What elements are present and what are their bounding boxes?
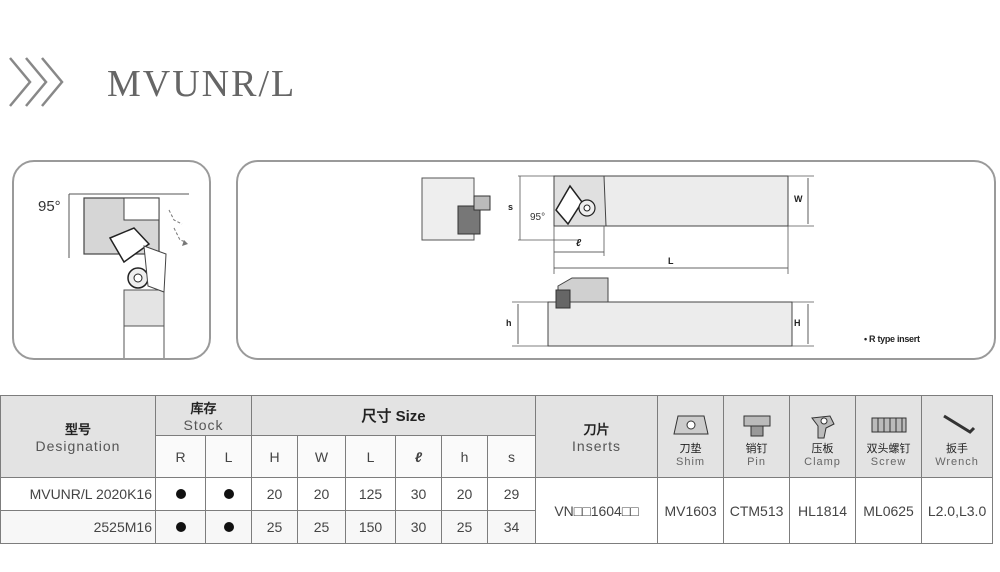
s-cell: 29: [487, 477, 537, 511]
insert-type-note: • R type insert: [864, 334, 920, 344]
in-stock-dot: [175, 521, 186, 532]
dimension-h-label: h: [506, 318, 512, 328]
clamp-header: 压板 Clamp: [789, 395, 857, 478]
shim-header: 刀垫 Shim: [657, 395, 725, 478]
in-stock-dot: [223, 488, 234, 499]
size-col-s: s: [487, 435, 537, 478]
designation-cell: MVUNR/L 2020K16: [0, 477, 156, 511]
dimension-W-label: W: [794, 194, 803, 204]
H-cell: 20: [251, 477, 299, 511]
angle-detail-panel: 95°: [12, 160, 211, 360]
stock-l-cell: [204, 510, 253, 544]
stock-header: 库存 Stock: [154, 395, 253, 436]
table-row: 2525M16 25 25 150 30 25 34: [0, 510, 993, 544]
size-col-W: W: [297, 435, 347, 478]
clamp-cell: HL1814: [789, 477, 857, 544]
wrench-icon: [943, 414, 976, 434]
screw-header: 双头螺钉 Screw: [855, 395, 923, 478]
size-col-h: h: [441, 435, 489, 478]
h-cell: 20: [441, 477, 489, 511]
L-cell: 150: [345, 510, 397, 544]
L-cell: 125: [345, 477, 397, 511]
l-cell: 30: [395, 510, 443, 544]
pin-icon: [743, 415, 771, 436]
angle-label-small: 95°: [530, 212, 546, 223]
stock-col-r: R: [155, 435, 206, 478]
designation-cell: 2525M16: [0, 510, 156, 544]
header: MVUNR/L: [0, 40, 1000, 130]
W-cell: 20: [297, 477, 347, 511]
size-col-H: H: [251, 435, 299, 478]
insert-cell: VN□□1604□□: [535, 477, 659, 544]
angle-label: 95°: [38, 198, 61, 215]
h-cell: 25: [441, 510, 489, 544]
inserts-header: 刀片 Inserts: [535, 395, 659, 478]
table-row: MVUNR/L 2020K16 20 20 125 30 20 29 VN□□1…: [0, 477, 994, 544]
clamp-icon: [811, 414, 835, 438]
shim-cell: MV1603: [657, 477, 725, 544]
chevron-right-icon: [9, 57, 64, 107]
pin-cell: CTM513: [723, 477, 791, 544]
in-stock-dot: [175, 488, 186, 499]
size-col-L: L: [345, 435, 397, 478]
stock-r-cell: [155, 477, 206, 511]
tool-holder-dimension-drawing: [421, 175, 814, 347]
pin-header: 销钉 Pin: [723, 395, 791, 478]
H-cell: 25: [251, 510, 299, 544]
stock-col-l: L: [204, 435, 253, 478]
stock-l-cell: [204, 477, 253, 511]
dimension-L-label: L: [668, 256, 674, 266]
stock-r-cell: [155, 510, 206, 544]
in-stock-dot: [223, 521, 234, 532]
l-cell: 30: [395, 477, 443, 511]
dimension-l-label: ℓ: [576, 238, 582, 249]
spec-table: 型号 Designation 库存 Stock 尺寸 Size 刀片 Inser…: [0, 395, 994, 544]
wrench-header: 扳手 Wrench: [921, 395, 994, 478]
designation-header: 型号 Designation: [0, 395, 156, 478]
screw-icon: [871, 417, 907, 432]
dimension-drawing-panel: s 95° ℓ L W h H • R type insert: [236, 160, 996, 360]
screw-cell: ML0625: [855, 477, 923, 544]
size-col-l: ℓ: [395, 435, 443, 478]
page-title: MVUNR/L: [107, 63, 297, 105]
tool-head-detail-drawing: [68, 193, 189, 358]
shim-icon: [673, 415, 709, 434]
wrench-cell: L2.0,L3.0: [921, 477, 994, 544]
dimension-s-label: s: [508, 202, 514, 212]
dimension-H-label: H: [794, 318, 801, 328]
W-cell: 25: [297, 510, 347, 544]
s-cell: 34: [487, 510, 537, 544]
size-header: 尺寸 Size: [251, 395, 537, 436]
